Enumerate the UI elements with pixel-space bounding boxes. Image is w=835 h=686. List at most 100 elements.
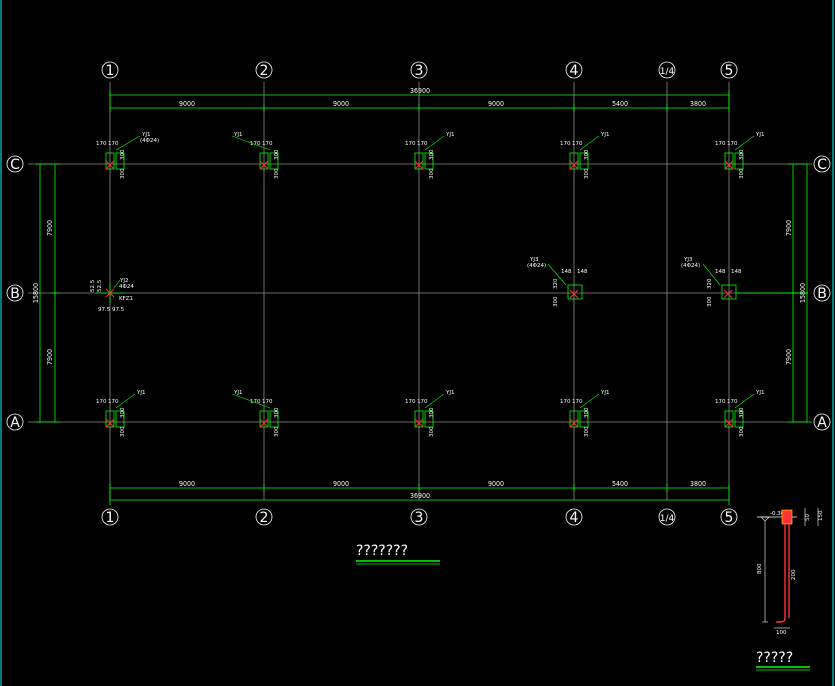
col-a-4-offset-170-b: 170 <box>572 399 583 405</box>
svg-text:1: 1 <box>106 510 115 526</box>
col-c-1-offset-300-b: 300 <box>120 168 126 179</box>
col-a-4-bolt-b <box>569 418 579 428</box>
offset-148-b5-a: 148 <box>715 269 726 275</box>
dim-left-total: 15800 <box>32 283 40 303</box>
dim-bottom-span-1: 9000 <box>179 480 195 488</box>
col-c-2-leader <box>231 135 271 151</box>
tag-yj2: YJ2 <box>119 278 128 284</box>
svg-text:B: B <box>817 286 827 302</box>
axis-bubble-4-bottom: 4 <box>565 508 583 526</box>
axis-bubble-a-left: A <box>6 413 24 431</box>
col-c-3-bolt-b <box>414 160 424 170</box>
col-c-1-tag: YJ1 <box>141 132 150 138</box>
offset-320-b4: 320 <box>553 278 559 289</box>
col-a-3-offset-300-a: 300 <box>429 407 435 418</box>
offset-97-5-a: 97.5 <box>98 307 111 313</box>
tag-yj3-b4-sub: (4Φ24) <box>527 263 546 269</box>
tag-kfz1: KFZ1 <box>119 296 133 302</box>
col-c-4-leader <box>579 135 600 151</box>
column-b1: YJ2 4Φ24 KFZ1 52.5 52.5 97.5 97.5 <box>90 278 134 313</box>
col-c-3-tag: YJ1 <box>445 132 454 138</box>
offset-97-5-b: 97.5 <box>112 307 125 313</box>
axis-bubbles-side: C B A C B A <box>6 155 831 431</box>
col-c-5-offset-300-a: 300 <box>739 149 745 160</box>
col-c-2-offset-300-a: 300 <box>274 149 280 160</box>
dim-bottom-span-3: 9000 <box>488 480 504 488</box>
col-a-5-tag: YJ1 <box>755 390 764 396</box>
dim-left-span-2: 7900 <box>46 349 54 365</box>
col-a-3-offset-170-a: 170 <box>405 399 416 405</box>
axis-bubbles-top: 1 2 3 4 1/4 5 <box>101 61 738 79</box>
col-c-4-offset-300-b: 300 <box>584 168 590 179</box>
col-a-1-offset-300-b: 300 <box>120 426 126 437</box>
tag-yj3-b4: YJ3 <box>529 257 539 263</box>
col-a-4-leader <box>579 393 600 409</box>
dim-right-span-2: 7900 <box>785 349 793 365</box>
col-a-3-tag: YJ1 <box>445 390 454 396</box>
axis-bubble-4-top: 4 <box>565 61 583 79</box>
offset-148-b5-b: 148 <box>731 269 742 275</box>
column-b4: YJ3 (4Φ24) 148 148 320 300 <box>527 257 588 307</box>
col-c-3-leader <box>424 135 445 151</box>
col-a-1-leader <box>115 393 136 409</box>
col-a-5-offset-170-b: 170 <box>727 399 738 405</box>
offset-148-b4-b: 148 <box>577 269 588 275</box>
svg-text:2: 2 <box>260 510 269 526</box>
col-c-5-tag: YJ1 <box>755 132 764 138</box>
svg-text:A: A <box>817 415 827 431</box>
svg-text:1/4: 1/4 <box>660 67 675 77</box>
col-c-1-tag-sub: (4Φ24) <box>140 138 159 144</box>
col-c-2-offset-170-a: 170 <box>250 141 261 147</box>
detail-dim-200: 200 <box>791 569 797 580</box>
col-c-1-offset-170-a: 170 <box>96 141 107 147</box>
col-a-2-offset-300-b: 300 <box>274 426 280 437</box>
col-c-2-offset-170-b: 170 <box>262 141 273 147</box>
dimension-bottom <box>109 484 730 505</box>
detail-dim-800: 800 <box>757 563 763 574</box>
col-a-2-plate <box>269 410 279 428</box>
col-c-3-offset-300-b: 300 <box>429 168 435 179</box>
col-a-2-tag: YJ1 <box>233 390 242 396</box>
col-a-3-leader <box>424 393 445 409</box>
axis-bubble-1-4-bottom: 1/4 <box>658 508 676 526</box>
plan-title: ??????? <box>356 543 408 559</box>
tag-yj3-b5: YJ3 <box>683 257 693 263</box>
dim-top-span-3: 9000 <box>488 100 504 108</box>
offset-300-b4: 300 <box>553 296 559 307</box>
svg-text:1: 1 <box>106 63 115 79</box>
col-a-2-offset-170-a: 170 <box>250 399 261 405</box>
dim-top-span-1: 9000 <box>179 100 195 108</box>
col-c-5-leader <box>734 135 755 151</box>
axis-bubble-1-top: 1 <box>101 61 119 79</box>
col-c-5-plate <box>734 152 744 170</box>
anchor-detail: -0.300 800 100 50 150 200 <box>757 508 824 636</box>
col-a-1-offset-300-a: 300 <box>120 407 126 418</box>
col-a-4-offset-170-a: 170 <box>560 399 571 405</box>
col-a-4-offset-300-a: 300 <box>584 407 590 418</box>
col-c-5-offset-300-b: 300 <box>739 168 745 179</box>
offset-320-b5: 320 <box>707 278 713 289</box>
col-c-5-bolt-b <box>724 160 734 170</box>
col-a-5-plate <box>734 410 744 428</box>
svg-text:2: 2 <box>260 63 269 79</box>
detail-title: ????? <box>756 650 793 666</box>
svg-text:3: 3 <box>415 510 424 526</box>
dim-top-span-4: 5400 <box>612 100 628 108</box>
col-c-5-offset-170-a: 170 <box>715 141 726 147</box>
axis-bubble-1-bottom: 1 <box>101 508 119 526</box>
col-a-4-offset-300-b: 300 <box>584 426 590 437</box>
svg-text:C: C <box>10 157 20 173</box>
axis-bubble-3-bottom: 3 <box>410 508 428 526</box>
axis-bubble-5-top: 5 <box>720 61 738 79</box>
svg-text:3: 3 <box>415 63 424 79</box>
col-a-2-offset-170-b: 170 <box>262 399 273 405</box>
col-a-2-bolt-b <box>259 418 269 428</box>
col-c-3-offset-170-b: 170 <box>417 141 428 147</box>
dimension-top <box>109 90 730 112</box>
dim-left-span-1: 7900 <box>46 220 54 236</box>
offset-300-b5: 300 <box>707 296 713 307</box>
col-a-3-offset-300-b: 300 <box>429 426 435 437</box>
column-b5: YJ3 (4Φ24) 148 148 320 300 <box>681 257 808 307</box>
col-a-5-bolt-b <box>724 418 734 428</box>
